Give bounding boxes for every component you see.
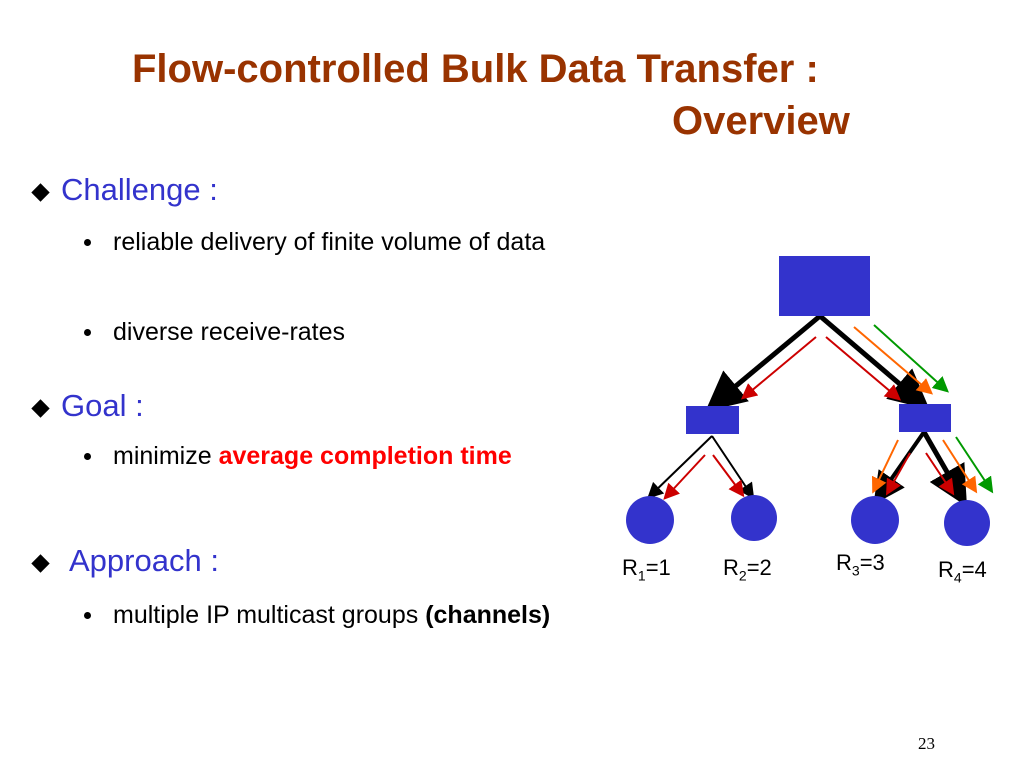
flow-channel-red-r4 <box>925 452 955 496</box>
receiver-label-base: R <box>622 555 638 580</box>
bullet-text: minimize average completion time <box>113 436 588 477</box>
flow-channel-orange-r3 <box>871 439 899 494</box>
link-root-right <box>818 314 930 410</box>
section-heading: Challenge : <box>61 172 218 207</box>
receiver-label-value: =3 <box>859 550 885 575</box>
receiver-label-sub: 2 <box>738 567 747 584</box>
receiver-label-sub: 4 <box>953 569 962 586</box>
link-left-r1 <box>647 435 713 499</box>
receiver-label-base: R <box>938 557 954 582</box>
bullet-dot-icon <box>84 612 91 619</box>
receiver-node-3 <box>851 496 899 544</box>
link-right-r4 <box>921 430 967 507</box>
receiver-label-sub: 3 <box>851 562 860 579</box>
bullet-text: reliable delivery of finite volume of da… <box>113 228 546 256</box>
receiver-label-sub: 1 <box>637 567 646 584</box>
section-heading: Goal : <box>61 388 144 423</box>
bullet-text-main: multiple IP multicast groups <box>113 601 419 629</box>
section-heading: Approach : <box>69 543 219 578</box>
receiver-label-2: R2=2 <box>723 555 772 583</box>
receiver-node-1 <box>626 496 674 544</box>
receiver-label-3: R3=3 <box>836 550 885 578</box>
router-node-left <box>686 406 739 434</box>
receiver-label-base: R <box>723 555 739 580</box>
receiver-node-4 <box>944 500 990 546</box>
receiver-label-1: R1=1 <box>622 555 671 583</box>
section-challenge: Challenge : <box>31 172 218 208</box>
bullet-prefix: minimize <box>113 442 219 470</box>
link-root-left <box>705 314 822 412</box>
title-line-1: Flow-controlled Bulk Data Transfer : <box>132 47 819 91</box>
bullet-text: multiple IP multicast groups (channels) <box>113 595 553 636</box>
flow-channel-red-r2 <box>712 454 745 498</box>
router-node-right <box>899 404 951 432</box>
flow-channel-red-r3 <box>886 452 911 496</box>
page-number: 23 <box>918 734 935 753</box>
flow-channel-orange-root-right <box>853 326 934 395</box>
bullet-dot-icon <box>84 329 91 336</box>
receiver-node-2 <box>731 495 777 541</box>
bullet-text: diverse receive-rates <box>113 318 346 346</box>
flow-channel-red-root-right <box>825 336 902 401</box>
bullet-dot-icon <box>84 239 91 246</box>
receiver-label-base: R <box>836 550 852 575</box>
title-line-2: Overview <box>672 99 850 143</box>
bullet-dot-icon <box>84 453 91 460</box>
section-approach: Approach : <box>31 543 219 579</box>
flow-channel-green-root-right <box>873 324 949 393</box>
flow-channel-orange-r4 <box>942 439 978 494</box>
sender-node <box>779 256 870 316</box>
section-goal: Goal : <box>31 388 144 424</box>
receiver-label-value: =1 <box>645 555 671 580</box>
flow-channel-red-root-left <box>740 336 817 400</box>
receiver-label-4: R4=4 <box>938 557 987 585</box>
bullet-emphasis: (channels) <box>425 601 551 629</box>
flow-channel-green-r4 <box>955 436 994 494</box>
link-left-r2 <box>711 435 755 500</box>
receiver-label-value: =4 <box>961 557 987 582</box>
receiver-label-value: =2 <box>746 555 772 580</box>
flow-channel-red-r1 <box>663 454 706 500</box>
bullet-emphasis: average completion time <box>218 442 512 470</box>
